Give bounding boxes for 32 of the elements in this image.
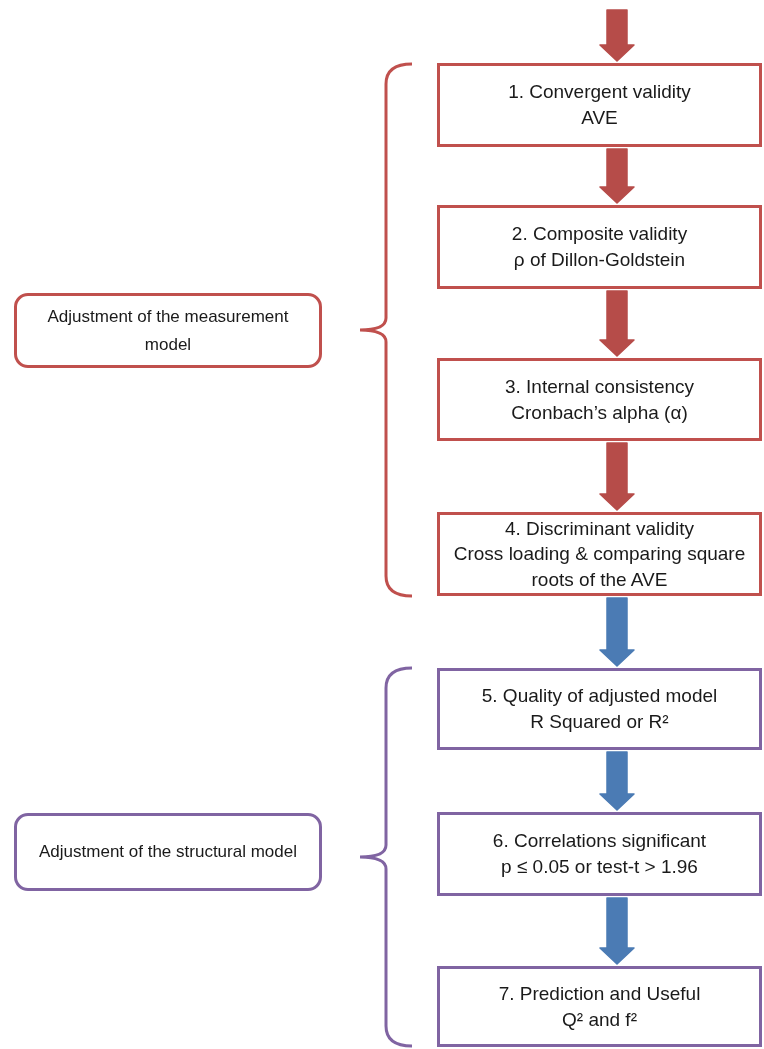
step-title: 4. Discriminant validity	[505, 516, 694, 541]
step-criterion: Cross loading & comparing square roots of the AVE	[452, 542, 747, 592]
step-box	[437, 966, 762, 1047]
step-box	[437, 358, 762, 441]
group-label: Adjustment of the measurement model	[46, 306, 290, 356]
step-box	[437, 812, 762, 896]
group-label-box	[14, 293, 322, 368]
block-arrow	[599, 597, 635, 667]
step-criterion: AVE	[581, 106, 618, 130]
step-title: 5. Quality of adjusted model	[481, 684, 718, 709]
step-criterion: Q² and f²	[562, 1007, 637, 1032]
block-arrow	[599, 442, 635, 511]
step-criterion: ρ of Dillon-Goldstein	[513, 248, 686, 272]
block-arrow	[599, 751, 635, 811]
step-title: 7. Prediction and Useful	[498, 981, 701, 1006]
block-arrow	[599, 290, 635, 357]
step-title: 3. Internal consistency	[504, 374, 694, 399]
block-arrow	[599, 9, 635, 62]
group-label-box	[14, 813, 322, 891]
step-criterion: R Squared or R²	[530, 710, 669, 734]
step-box	[437, 63, 762, 147]
block-arrow	[599, 897, 635, 965]
step-title: 2. Composite validity	[511, 222, 688, 247]
step-criterion: Cronbach’s alpha (α)	[511, 400, 688, 425]
step-box	[437, 512, 762, 596]
step-box	[437, 205, 762, 289]
group-label: Adjustment of the structural model	[39, 841, 297, 864]
block-arrow	[599, 148, 635, 204]
step-box	[437, 668, 762, 750]
step-title: 6. Correlations significant	[492, 829, 707, 854]
step-criterion: p ≤ 0.05 or test-t > 1.96	[501, 855, 698, 879]
step-title: 1. Convergent validity	[508, 80, 691, 105]
